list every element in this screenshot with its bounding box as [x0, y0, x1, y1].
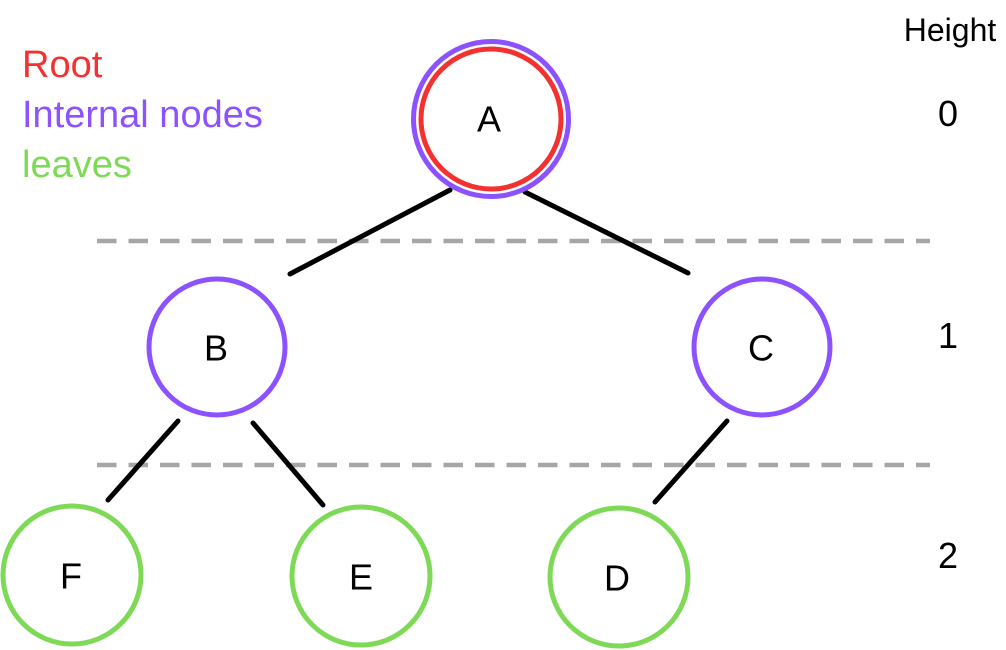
- edge-b-f: [105, 418, 181, 503]
- height-value-2: 2: [938, 535, 958, 576]
- legend-item-internal-nodes: Internal nodes: [22, 94, 263, 136]
- node-d-label: D: [604, 558, 630, 599]
- node-f-label: F: [60, 556, 82, 597]
- edge-a-c: [522, 189, 691, 276]
- edge-c-d: [652, 418, 730, 505]
- node-b-label: B: [204, 328, 228, 369]
- node-c-label: C: [748, 328, 774, 369]
- node-a-label: A: [477, 99, 501, 140]
- node-c-circle: [691, 276, 833, 418]
- node-a-circle: [418, 46, 564, 192]
- height-value-1: 1: [938, 315, 958, 356]
- node-d-circle: [547, 505, 691, 649]
- node-f-circle: [0, 503, 144, 647]
- height-axis-label: Height: [904, 12, 997, 48]
- legend-item-leaves: leaves: [22, 144, 132, 186]
- height-value-0: 0: [938, 93, 958, 134]
- legend-item-root: Root: [22, 44, 103, 86]
- node-b-circle: [146, 276, 288, 418]
- edge-b-e: [250, 420, 326, 508]
- edge-a-b: [287, 187, 453, 277]
- node-e-circle: [289, 504, 433, 648]
- node-e-label: E: [349, 557, 373, 598]
